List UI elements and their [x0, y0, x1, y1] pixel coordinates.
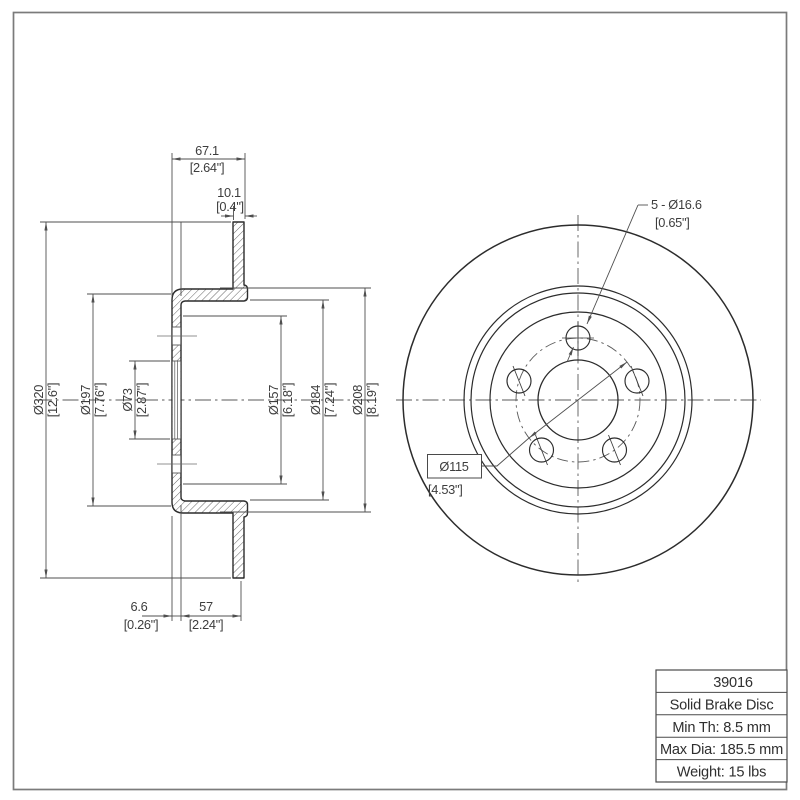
title-block: 39016 Solid Brake Disc Min Th: 8.5 mm Ma…	[655, 669, 788, 783]
dim-wall-thickness-mm: 6.6	[131, 599, 148, 614]
section-bolt-holes	[157, 326, 197, 474]
front-view: 5 - Ø16.6 [0.65"] Ø115 [4.53"]	[396, 197, 761, 586]
dim-inner-dia-1-mm: Ø157	[266, 385, 281, 415]
label-bolt-holes-in: [0.65"]	[655, 215, 689, 230]
max-diameter: Max Dia: 185.5 mm	[660, 742, 783, 758]
dim-disc-thickness-mm: 10.1	[217, 185, 241, 200]
label-bolt-circle-in: [4.53"]	[428, 482, 462, 497]
friction-inner-circle	[463, 285, 693, 515]
weight: Weight: 15 lbs	[677, 765, 766, 781]
dim-inner-dia-3-in: [8.19"]	[364, 383, 379, 417]
label-bolt-holes-mm: 5 - Ø16.6	[651, 197, 702, 212]
bolt-circle-label-box	[427, 454, 482, 479]
bolt-hole-marks	[512, 322, 644, 466]
dim-hat-depth-in: [2.24"]	[189, 617, 223, 632]
bolt-hole-leader	[566, 204, 648, 363]
dim-overall-width-mm: 67.1	[195, 143, 219, 158]
section-view: Ø320 [12.6"] Ø197 [7.76"] Ø73 [2.87"] Ø1…	[31, 143, 379, 632]
dim-center-bore-in: [2.87"]	[134, 383, 149, 417]
dim-inner-dia-1-in: [6.18"]	[280, 383, 295, 417]
dim-hat-dia-in: [7.76"]	[92, 383, 107, 417]
label-bolt-circle-mm: Ø115	[439, 459, 468, 474]
page-border	[12, 11, 788, 791]
dim-outer-dia-mm: Ø320	[31, 385, 46, 415]
part-number: 39016	[713, 675, 753, 691]
dim-inner-dia-2-in: [7.24"]	[322, 383, 337, 417]
disc-type: Solid Brake Disc	[670, 698, 774, 714]
hat-outer-circle	[470, 292, 686, 508]
dim-center-bore-mm: Ø73	[120, 388, 135, 411]
dim-disc-thickness-in: [0.4"]	[216, 199, 244, 214]
bolt-circle-leader	[482, 361, 628, 467]
section-dimension-labels: Ø320 [12.6"] Ø197 [7.76"] Ø73 [2.87"] Ø1…	[31, 143, 379, 632]
dim-inner-dia-3-mm: Ø208	[350, 385, 365, 415]
outer-diameter-circle	[402, 224, 754, 576]
dim-overall-width-in: [2.64"]	[190, 160, 224, 175]
min-thickness: Min Th: 8.5 mm	[672, 720, 770, 736]
dim-wall-thickness-in: [0.26"]	[124, 617, 158, 632]
dim-inner-dia-2-mm: Ø184	[308, 385, 323, 415]
dim-hat-depth-mm: 57	[199, 599, 213, 614]
dim-hat-dia-mm: Ø197	[78, 385, 93, 415]
section-dimension-lines	[40, 153, 371, 621]
section-center-bore	[172, 360, 181, 440]
bolt-circle	[515, 337, 641, 463]
disc-cross-section	[171, 221, 249, 579]
hat-inner-circle	[489, 311, 667, 489]
dim-outer-dia-in: [12.6"]	[45, 383, 60, 417]
